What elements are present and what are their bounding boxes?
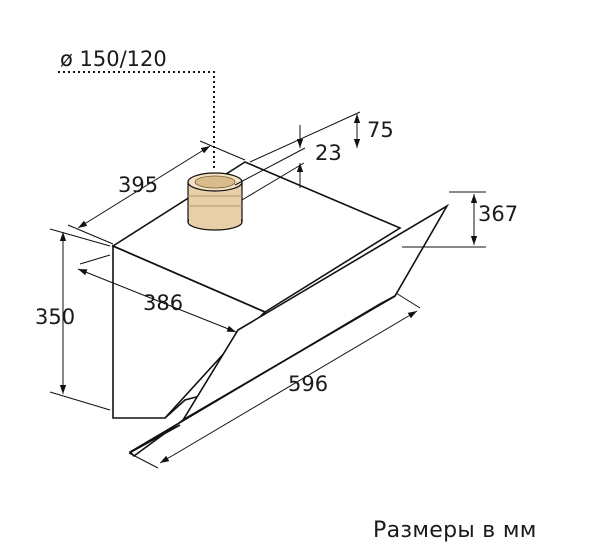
units-caption: Размеры в мм [373, 518, 537, 543]
dim-top-depth [67, 140, 246, 245]
label-width: 596 [288, 372, 328, 396]
duct-opening [194, 175, 236, 189]
dim-body-height [49, 228, 111, 411]
glass-panel-edge [130, 424, 181, 453]
dim-glass-height [402, 191, 486, 248]
label-duct-gap-large: 75 [367, 118, 394, 142]
label-body-height: 350 [35, 305, 75, 329]
duct-connector [187, 172, 243, 231]
dim-width [128, 292, 421, 469]
label-duct-diameter: ø 150/120 [60, 47, 167, 71]
label-body-depth: 386 [143, 291, 183, 315]
label-top-depth: 395 [118, 173, 158, 197]
label-glass-height: 367 [478, 202, 518, 226]
dim-duct-offsets [234, 111, 361, 201]
label-duct-gap-small: 23 [315, 141, 342, 165]
glass-panel [128, 203, 450, 458]
duct-diameter-leader [58, 71, 215, 170]
